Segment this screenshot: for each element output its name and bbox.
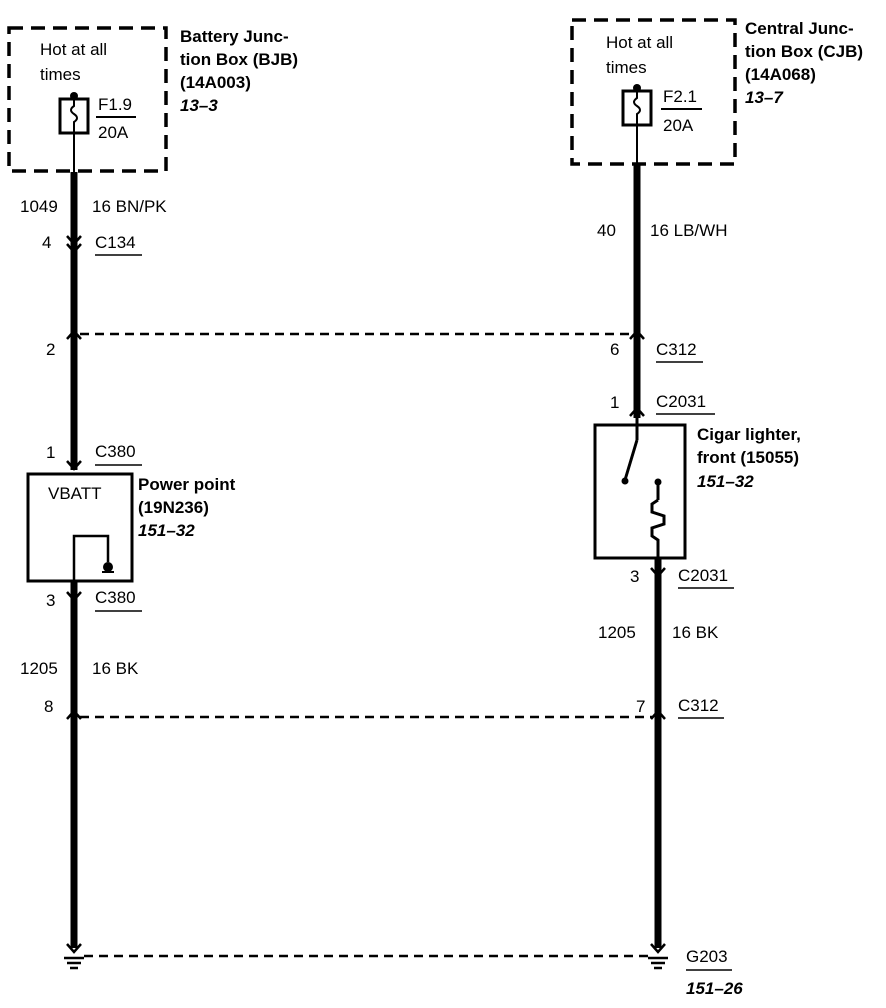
c134-connector-icon (66, 235, 82, 254)
right-top-gauge-color: 16 LB/WH (650, 221, 727, 240)
battery-junction-box-outline (7, 26, 168, 173)
left-c312-connector-icon (66, 329, 82, 340)
power-point-inner-label: VBATT (48, 484, 102, 503)
left-splice-pin: 2 (46, 340, 55, 359)
cigar-lighter-page-ref: 151–32 (697, 472, 754, 491)
cjb-page-ref: 13–7 (745, 88, 784, 107)
power-point-name-line1: Power point (138, 475, 236, 494)
cjb-fuse-rating: 20A (663, 116, 694, 135)
c2031-in-pin: 1 (610, 393, 619, 412)
left-top-circuit-number: 1049 (20, 197, 58, 216)
c2031-out-name: C2031 (678, 566, 728, 585)
ground-page-ref: 151–26 (686, 979, 743, 998)
right-c312-top-connector-icon (629, 329, 645, 340)
c312-bottom-name: C312 (678, 696, 719, 715)
cigar-lighter-name-line2: front (15055) (697, 448, 799, 467)
c380-in-pin: 1 (46, 443, 55, 462)
c312-top-name: C312 (656, 340, 697, 359)
left-bottom-circuit-number: 1205 (20, 659, 58, 678)
c2031-in-name: C2031 (656, 392, 706, 411)
bjb-part-number: (14A003) (180, 73, 251, 92)
bjb-page-ref: 13–3 (180, 96, 218, 115)
right-bottom-circuit-number: 1205 (598, 623, 636, 642)
left-bottom-pin: 8 (44, 697, 53, 716)
power-point-box (26, 472, 134, 583)
fuse-f2-1-icon (621, 84, 653, 127)
power-point-name-line2: (19N236) (138, 498, 209, 517)
c2031-out-pin: 3 (630, 567, 639, 586)
right-top-circuit-number: 40 (597, 221, 616, 240)
bjb-name-line2: tion Box (BJB) (180, 50, 298, 69)
bjb-hot-line1: Hot at all (40, 40, 107, 59)
cjb-name-line1: Central Junc- (745, 19, 854, 38)
right-bottom-gauge-color: 16 BK (672, 623, 719, 642)
c380-in-name: C380 (95, 442, 136, 461)
fuse-f1-9-icon (58, 92, 90, 135)
c134-pin: 4 (42, 233, 51, 252)
cigar-lighter-box (593, 423, 687, 560)
central-junction-box-outline (570, 18, 737, 166)
left-c312-bottom-connector-icon (66, 709, 82, 720)
bjb-fuse-rating: 20A (98, 123, 129, 142)
cjb-hot-line1: Hot at all (606, 33, 673, 52)
c380-out-pin: 3 (46, 591, 55, 610)
cjb-hot-line2: times (606, 58, 647, 77)
c312-bottom-pin: 7 (636, 697, 645, 716)
left-bottom-gauge-color: 16 BK (92, 659, 139, 678)
cjb-part-number: (14A068) (745, 65, 816, 84)
c2031-out-connector-icon (650, 567, 666, 578)
power-point-socket-icon (72, 534, 114, 582)
c312-top-pin: 6 (610, 340, 619, 359)
bjb-hot-line2: times (40, 65, 81, 84)
power-point-page-ref: 151–32 (138, 521, 195, 540)
cjb-name-line2: tion Box (CJB) (745, 42, 863, 61)
right-c312-bottom-connector-icon (650, 709, 666, 720)
c380-out-name: C380 (95, 588, 136, 607)
cigar-lighter-name-line1: Cigar lighter, (697, 425, 801, 444)
ground-name: G203 (686, 947, 728, 966)
c134-name: C134 (95, 233, 136, 252)
cjb-fuse-id: F2.1 (663, 87, 697, 106)
right-ground-icon (648, 943, 668, 970)
c2031-in-connector-icon (629, 406, 645, 417)
bjb-fuse-id: F1.9 (98, 95, 132, 114)
left-ground-icon (64, 943, 84, 970)
left-top-gauge-color: 16 BN/PK (92, 197, 167, 216)
c380-in-connector-icon (66, 460, 82, 471)
bjb-name-line1: Battery Junc- (180, 27, 289, 46)
c380-out-connector-icon (66, 591, 82, 602)
cigar-lighter-switch-icon (621, 418, 666, 558)
